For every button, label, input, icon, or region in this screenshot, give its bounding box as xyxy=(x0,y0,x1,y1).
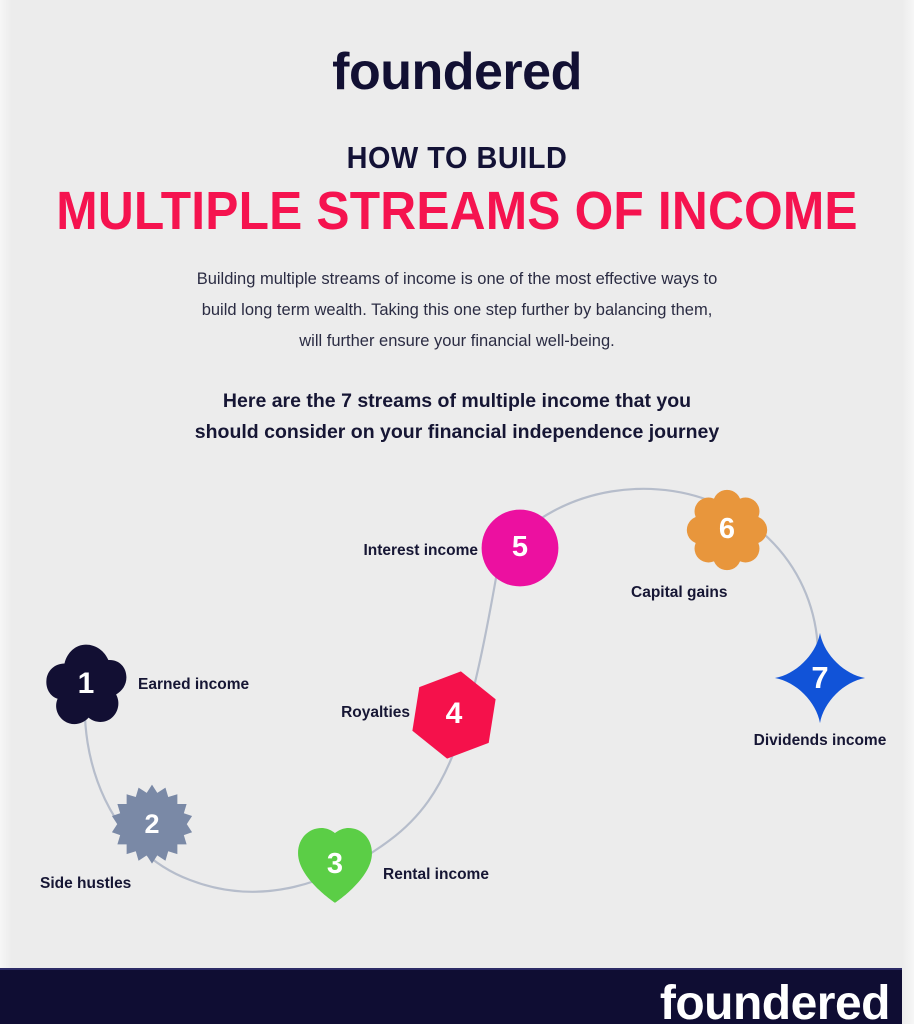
step-shape-diamond-star[interactable]: 7 xyxy=(774,629,866,727)
step-number-2: 2 xyxy=(144,808,160,839)
income-streams-diagram: 1 Earned income 2 Side hustles 3 Rental … xyxy=(0,460,914,930)
step-label-7: Dividends income xyxy=(753,732,887,749)
step-number-4: 4 xyxy=(445,697,463,730)
step-label-5: Interest income xyxy=(363,542,478,559)
circle-icon xyxy=(481,509,559,587)
step-label-2: Side hustles xyxy=(40,875,132,892)
flower-icon xyxy=(686,489,768,571)
starburst-icon xyxy=(111,784,193,864)
step-number-7: 7 xyxy=(811,659,829,695)
step-number-6: 6 xyxy=(718,512,736,545)
step-shape-heart[interactable]: 3 xyxy=(293,823,377,907)
hexagon-icon xyxy=(412,671,496,759)
step-label-1: Earned income xyxy=(138,676,250,693)
step-label-6: Capital gains xyxy=(631,584,728,601)
blob-flower-icon xyxy=(46,644,127,725)
step-shape-blob-flower[interactable]: 1 xyxy=(43,642,129,728)
step-label-4: Royalties xyxy=(341,704,410,721)
page-title: MULTIPLE STREAMS OF INCOME xyxy=(56,181,858,241)
subheading: Here are the 7 streams of multiple incom… xyxy=(157,386,757,448)
brand-logo-bottom: foundered xyxy=(659,977,891,1024)
step-shape-flower[interactable]: 6 xyxy=(686,489,768,571)
step-number-3: 3 xyxy=(326,847,344,880)
subheading-line-2: should consider on your financial indepe… xyxy=(194,421,720,443)
diamond-star-icon xyxy=(774,632,866,724)
step-number-1: 1 xyxy=(77,667,95,700)
step-shape-hexagon[interactable]: 4 xyxy=(408,669,500,761)
step-label-3: Rental income xyxy=(383,866,489,883)
step-number-5: 5 xyxy=(511,530,529,563)
intro-paragraph: Building multiple streams of income is o… xyxy=(157,264,757,357)
footer-bar: foundered xyxy=(0,968,914,1024)
subheading-line-1: Here are the 7 streams of multiple incom… xyxy=(222,390,692,412)
brand-logo-top: foundered xyxy=(332,43,582,101)
intro-line-2: build long term wealth. Taking this one … xyxy=(201,301,713,319)
intro-line-3: will further ensure your financial well-… xyxy=(299,332,615,350)
kicker-text: HOW TO BUILD xyxy=(346,140,568,175)
intro-line-1: Building multiple streams of income is o… xyxy=(196,270,718,288)
step-shape-circle[interactable]: 5 xyxy=(480,508,560,588)
footer-divider xyxy=(0,968,914,970)
step-shape-starburst[interactable]: 2 xyxy=(110,783,194,867)
heart-icon xyxy=(298,828,372,903)
